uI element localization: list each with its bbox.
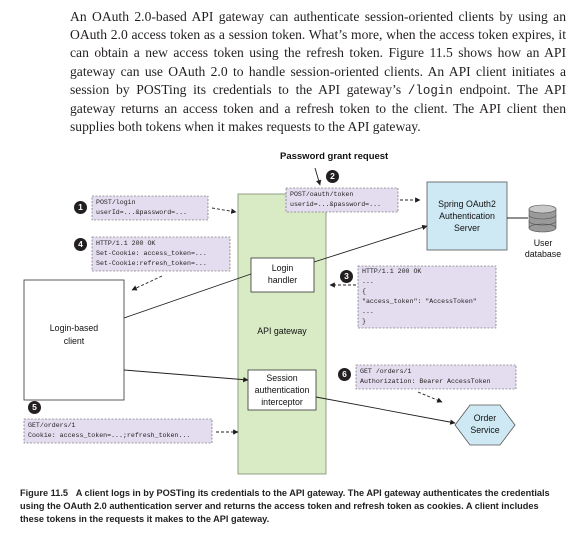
step6-dashed-arrow (417, 391, 443, 403)
login-handler-label: Login handler (267, 263, 298, 285)
interceptor-to-order-arrow (315, 396, 456, 425)
caption-text: A client logs in by POSTing its credenti… (20, 488, 550, 524)
auth-server-box (426, 181, 508, 251)
login-to-auth-arrow (313, 224, 428, 263)
step1-message-text: POST/login userId=...&password=... (96, 199, 188, 216)
caption-label: Figure 11.5 (20, 488, 69, 498)
password-grant-pointer (314, 167, 322, 186)
login-handler-box (250, 257, 315, 293)
user-db-label: User database (524, 238, 562, 259)
step2-number-badge: 2 (326, 170, 339, 183)
step6-message-text: GET /orders/1 Authorization: Bearer Acce… (360, 368, 491, 385)
password-grant-label: Password grant request (280, 151, 389, 162)
step2-message-box (285, 187, 399, 213)
login-endpoint-code: /login (407, 83, 453, 98)
body-paragraph: An OAuth 2.0-based API gateway can authe… (70, 8, 566, 136)
step3-message-text: HTTP/1.1 200 OK ... { "access_token": "A… (362, 268, 477, 325)
client-to-interceptor-arrow (123, 369, 249, 383)
step3-message-box (357, 265, 497, 329)
step3-number-badge: 3 (340, 270, 353, 283)
client-label: Login-based client (49, 323, 99, 346)
step1-message-box (91, 195, 209, 221)
auth-server-label: Spring OAuth2 Authentication Server (438, 199, 496, 233)
step5-number-badge: 5 (28, 401, 41, 414)
step1-dashed-arrow (211, 207, 237, 214)
figure-caption: Figure 11.5 A client logs in by POSTing … (20, 487, 565, 526)
session-interceptor-label: Session authentication interceptor (254, 373, 310, 407)
step5-message-box (23, 418, 213, 444)
client-to-login-line (123, 273, 252, 319)
step4-message-text: HTTP/1.1 200 OK Set-Cookie: access_token… (96, 240, 207, 267)
step4-message-box (91, 236, 231, 272)
step6-number-badge: 6 (338, 368, 351, 381)
api-gateway-box (237, 193, 327, 475)
gateway-label: API gateway (257, 326, 307, 336)
client-box (23, 279, 125, 401)
order-service-label: Order Service (470, 413, 500, 435)
session-interceptor-box (247, 369, 317, 411)
paragraph-text-2: endpoint. The API gateway returns an acc… (70, 81, 566, 135)
step2-message-text: POST/oauth/token userid=...&password=... (290, 191, 382, 208)
step4-dashed-arrow (131, 275, 163, 291)
step5-message-text: GET/orders/1 Cookie: access_token=...;re… (28, 422, 191, 439)
step4-number-badge: 4 (74, 238, 87, 251)
database-icon (528, 204, 557, 233)
step1-number-badge: 1 (74, 201, 87, 214)
paragraph-text-1: An OAuth 2.0-based API gateway can authe… (70, 9, 566, 97)
step6-message-box (355, 364, 517, 390)
order-service-hexagon (454, 404, 516, 446)
